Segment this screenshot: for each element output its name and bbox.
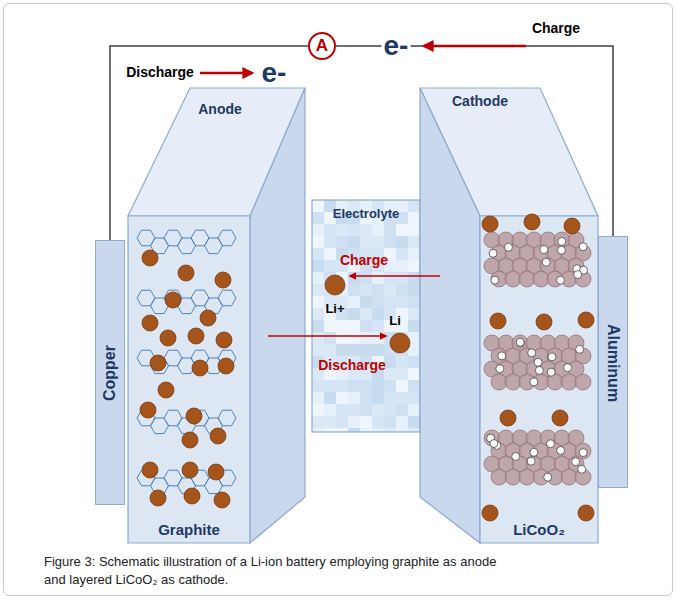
lithium-ion xyxy=(186,408,202,424)
discharge-ion-arrow xyxy=(268,335,386,337)
electron-label: e- xyxy=(382,31,411,62)
cathode-slab: CathodeLiCoO₂ xyxy=(420,88,598,543)
lithium-ion xyxy=(578,505,594,521)
cathode-slab-shape xyxy=(420,88,598,543)
lithium-ion xyxy=(216,332,232,348)
electrolyte-name: Electrolyte xyxy=(333,207,399,221)
lithium-ion xyxy=(218,358,234,374)
collector-name: Aluminum xyxy=(604,324,622,402)
cathode-side-face xyxy=(420,88,480,543)
lithium-ion xyxy=(150,355,166,371)
charge-electron-arrow xyxy=(424,45,526,47)
discharge-electron-arrow xyxy=(200,72,252,74)
electron-label: e- xyxy=(260,58,289,89)
lithium-ion xyxy=(524,214,540,230)
lithium-ion xyxy=(182,432,198,448)
electrolyte-box: Electrolyte xyxy=(312,200,420,432)
atom-label: Li xyxy=(387,314,403,328)
lithium-ion xyxy=(482,216,498,232)
lithium-ion xyxy=(182,462,198,478)
lithium-ion xyxy=(490,313,506,329)
flow-direction: Charge xyxy=(530,21,582,36)
current-collector: Copper xyxy=(95,240,125,505)
electrolyte-outline xyxy=(312,200,420,432)
circuit-wire xyxy=(110,46,308,240)
lithium-ion xyxy=(192,360,208,376)
circuit-wire xyxy=(336,46,613,236)
lithium-ion xyxy=(482,505,498,521)
cathode-front-face xyxy=(480,216,598,543)
lithium-ion xyxy=(188,328,204,344)
lithium-ion xyxy=(178,265,194,281)
lithium-ion xyxy=(215,272,231,288)
cobalt-oxide-layers xyxy=(484,232,591,485)
lithium-ion xyxy=(142,315,158,331)
electrolyte-texture xyxy=(312,200,420,432)
lithium-ion xyxy=(564,218,580,234)
ammeter-symbol: A xyxy=(316,37,328,56)
flow-direction: Charge xyxy=(338,253,390,268)
lithium-ion xyxy=(165,292,181,308)
figure-caption: Figure 3: Schematic illustration of a Li… xyxy=(44,553,514,588)
electrode-name: Cathode xyxy=(452,94,508,109)
lithium-ion xyxy=(578,312,594,328)
lithium-ion xyxy=(208,464,224,480)
collector-name: Copper xyxy=(101,345,119,401)
lithium-ion xyxy=(552,410,568,426)
material-name: LiCoO₂ xyxy=(513,522,565,539)
lithium-ion xyxy=(140,402,156,418)
anode-side-face xyxy=(250,88,305,543)
anode-slab: AnodeGraphite xyxy=(128,88,305,543)
lithium-ion xyxy=(158,382,174,398)
flow-direction: Discharge xyxy=(316,358,388,373)
lithium-ion xyxy=(142,462,158,478)
charge-ion-arrow xyxy=(350,275,440,277)
ammeter: A xyxy=(308,32,336,60)
anode-slab-shape xyxy=(128,88,305,543)
ion-label: Li+ xyxy=(323,302,346,316)
electrolyte-box-shape xyxy=(312,200,420,432)
lithium-ion xyxy=(325,275,345,295)
lithium-ion xyxy=(200,310,216,326)
current-collector: Aluminum xyxy=(598,236,628,488)
lithium-ion xyxy=(214,492,230,508)
material-name: Graphite xyxy=(158,522,220,539)
lithium-ion xyxy=(184,488,200,504)
electrode-name: Anode xyxy=(198,102,242,117)
lithium-ion xyxy=(150,490,166,506)
lithium-ion xyxy=(160,330,176,346)
lithium-ion xyxy=(536,314,552,330)
graphite-layers xyxy=(137,230,236,493)
flow-direction: Discharge xyxy=(124,65,196,80)
lithium-ion xyxy=(390,333,410,353)
anode-front-face xyxy=(128,216,250,543)
lithium-ion xyxy=(500,410,516,426)
lithium-ion xyxy=(210,428,226,444)
lithium-ion xyxy=(142,250,158,266)
